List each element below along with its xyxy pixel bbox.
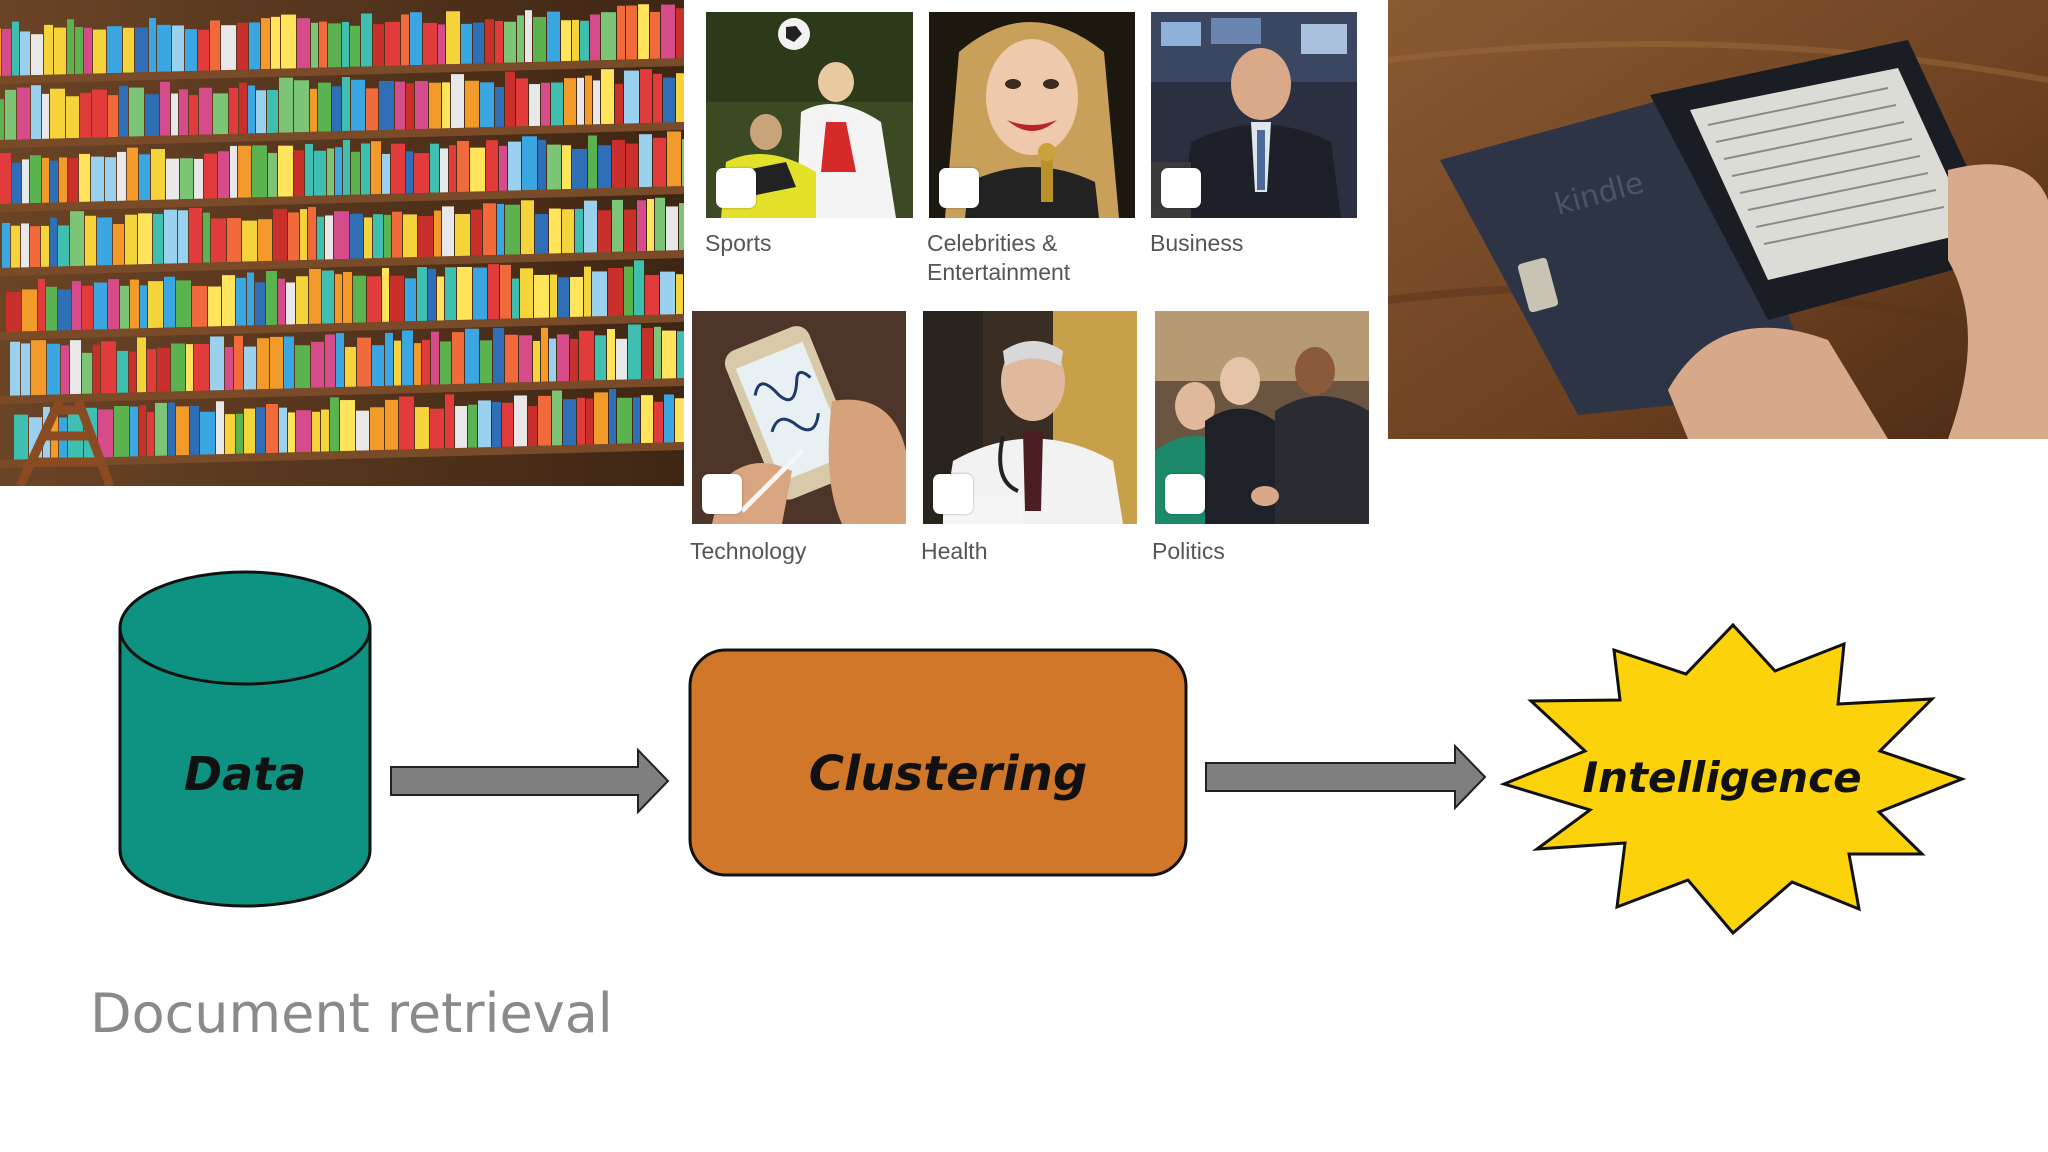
arrow-right-icon bbox=[390, 747, 670, 815]
celebrity-checkbox[interactable] bbox=[939, 168, 979, 208]
clustering-label: Clustering bbox=[809, 746, 1088, 802]
celebrity-photo[interactable] bbox=[929, 12, 1135, 218]
data-cylinder-icon: Data bbox=[118, 570, 372, 908]
technology-checkbox[interactable] bbox=[702, 474, 742, 514]
politics-photo[interactable] bbox=[1155, 311, 1369, 524]
arrow-right-icon bbox=[1205, 743, 1487, 811]
bookshelf-rows bbox=[0, 4, 684, 468]
category-label-technology: Technology bbox=[690, 538, 807, 564]
category-label-celebrities: Celebrities & Entertainment bbox=[927, 230, 1071, 285]
health-photo[interactable] bbox=[923, 311, 1137, 524]
sports-checkbox[interactable] bbox=[716, 168, 756, 208]
category-label-sports: Sports bbox=[705, 230, 772, 256]
politics-checkbox[interactable] bbox=[1165, 474, 1205, 514]
health-checkbox[interactable] bbox=[933, 474, 973, 514]
business-photo[interactable] bbox=[1151, 12, 1357, 218]
technology-photo[interactable] bbox=[692, 311, 906, 524]
clustering-box: Clustering bbox=[688, 648, 1188, 877]
library-bookshelf-photo bbox=[0, 0, 684, 486]
kindle-ereader-photo: kindle bbox=[1388, 0, 2048, 439]
intelligence-label: Intelligence bbox=[1582, 753, 1861, 802]
business-checkbox[interactable] bbox=[1161, 168, 1201, 208]
category-label-health: Health bbox=[921, 538, 988, 564]
category-label-politics: Politics bbox=[1152, 538, 1225, 564]
ladder-icon bbox=[15, 398, 115, 486]
slide-caption: Document retrieval bbox=[90, 982, 613, 1045]
clustering-flow-diagram: Data Clustering Intelligence bbox=[118, 570, 1967, 936]
category-label-business: Business bbox=[1150, 230, 1244, 256]
data-label: Data bbox=[184, 747, 306, 801]
intelligence-starburst-icon: Intelligence bbox=[1499, 622, 1967, 936]
sports-photo[interactable] bbox=[706, 12, 913, 218]
